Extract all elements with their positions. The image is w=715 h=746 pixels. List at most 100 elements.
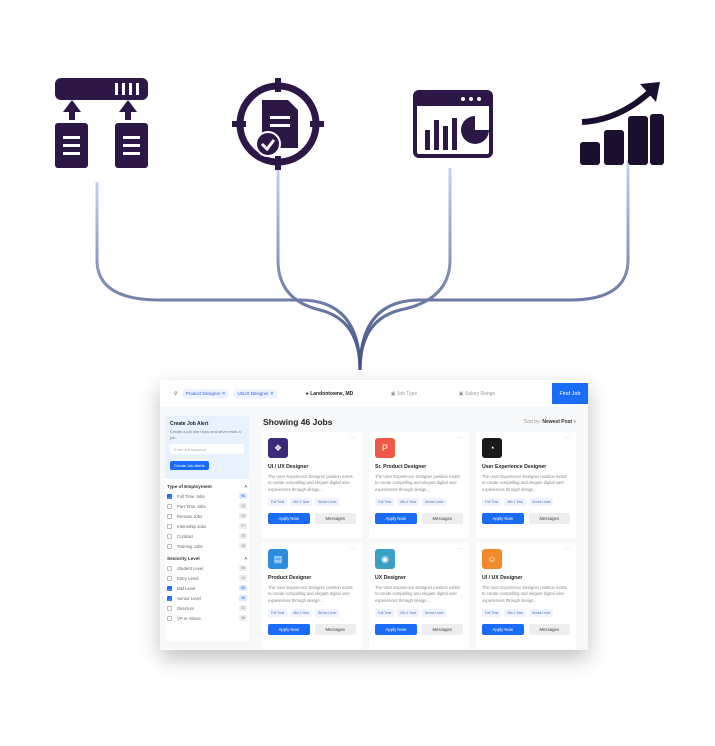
option-label: Full Time Jobs bbox=[177, 493, 205, 499]
job-tag: Full Time bbox=[268, 497, 288, 506]
job-description: The User Experience Designer position ex… bbox=[482, 474, 567, 492]
section-title: Type of Employment bbox=[167, 484, 212, 489]
create-alert-button[interactable]: Create Job Alerts bbox=[170, 461, 209, 471]
search-icon: ⚲ bbox=[174, 390, 178, 397]
more-options-icon[interactable]: ··· bbox=[457, 546, 463, 552]
location-field[interactable]: ● Landontowne, MD bbox=[305, 390, 354, 397]
alert-title: Create Job Alert bbox=[170, 421, 209, 427]
job-card[interactable]: ◉ ··· UX Designer The User Experience De… bbox=[369, 543, 469, 649]
growth-chart-icon bbox=[580, 82, 664, 165]
job-title: User Experience Designer bbox=[482, 464, 547, 470]
results-heading: Showing 46 Jobs bbox=[263, 417, 333, 427]
filter-option[interactable]: Student Level 56 bbox=[165, 563, 249, 573]
option-count: 56 bbox=[239, 493, 247, 499]
find-job-button[interactable]: Find Job bbox=[552, 383, 588, 404]
sort-value: Newest Post bbox=[542, 419, 573, 425]
option-count: 56 bbox=[239, 565, 247, 571]
checkbox[interactable] bbox=[167, 575, 172, 581]
messages-button[interactable]: Messages bbox=[528, 512, 570, 524]
dropbox-icon: ❖ bbox=[268, 438, 288, 458]
checkbox[interactable]: ✓ bbox=[167, 493, 172, 500]
job-tag: Senior Level bbox=[528, 608, 554, 617]
more-options-icon[interactable]: ··· bbox=[564, 435, 570, 441]
job-card[interactable]: ☺ ··· UI / UX Designer The User Experien… bbox=[476, 543, 576, 649]
job-tag: Senior Level bbox=[528, 497, 554, 506]
more-options-icon[interactable]: ··· bbox=[350, 435, 356, 441]
apply-now-button[interactable]: Apply Now bbox=[482, 623, 524, 635]
job-card[interactable]: ◔ ··· User Experience Designer The User … bbox=[476, 432, 576, 538]
job-tag: Senior Level bbox=[314, 497, 340, 506]
checkbox[interactable] bbox=[167, 503, 172, 509]
job-card[interactable]: ❖ ··· UI / UX Designer The User Experien… bbox=[262, 432, 362, 538]
job-card[interactable]: ▤ ··· Product Designer The User Experien… bbox=[262, 543, 362, 649]
job-title: UI / UX Designer bbox=[268, 464, 309, 470]
option-count: 45 bbox=[239, 595, 247, 601]
analytics-window-icon bbox=[413, 90, 493, 158]
option-count: 28 bbox=[239, 543, 247, 549]
keyword-input[interactable]: Enter job keyword bbox=[170, 444, 244, 455]
job-tag: Senior Level bbox=[314, 608, 340, 617]
employment-header[interactable]: Type of Employment˄ bbox=[167, 484, 247, 489]
apply-now-button[interactable]: Apply Now bbox=[268, 623, 310, 635]
checkbox[interactable] bbox=[167, 533, 172, 539]
more-options-icon[interactable]: ··· bbox=[564, 546, 570, 552]
option-count: 76 bbox=[239, 533, 247, 539]
messages-button[interactable]: Messages bbox=[314, 512, 356, 524]
keyword-chip[interactable]: Product Designer ✕ bbox=[181, 388, 230, 399]
window-logo-icon: ▤ bbox=[268, 549, 288, 569]
checkbox[interactable] bbox=[167, 523, 172, 529]
keyword-chip[interactable]: UI/UX Designer ✕ bbox=[233, 388, 278, 399]
location-value: Landontowne, MD bbox=[310, 390, 354, 397]
checkbox[interactable] bbox=[167, 615, 172, 621]
filter-option[interactable]: ✓ Full Time Jobs 56 bbox=[165, 491, 249, 501]
job-type-field[interactable]: ▣ Job Type bbox=[390, 390, 418, 397]
messages-button[interactable]: Messages bbox=[421, 623, 463, 635]
checkbox[interactable] bbox=[167, 513, 172, 519]
document-target-check-icon bbox=[232, 78, 324, 170]
more-options-icon[interactable]: ··· bbox=[457, 435, 463, 441]
filter-option[interactable]: VP or Above 58 bbox=[165, 613, 249, 623]
checkbox[interactable]: ✓ bbox=[167, 585, 172, 592]
option-count: 85 bbox=[239, 585, 247, 591]
apply-now-button[interactable]: Apply Now bbox=[268, 512, 310, 524]
job-alert-box: Create Job Alert Create a job alert now … bbox=[165, 416, 249, 479]
apply-now-button[interactable]: Apply Now bbox=[375, 623, 417, 635]
job-card[interactable]: P ··· Sr. Product Designer The User Expe… bbox=[369, 432, 469, 538]
option-count: 58 bbox=[239, 615, 247, 621]
seniority-header[interactable]: Seniority Level˄ bbox=[167, 556, 247, 561]
upload-documents-icon bbox=[55, 78, 148, 168]
filter-option[interactable]: Contract 76 bbox=[165, 531, 249, 541]
option-label: Remote Jobs bbox=[177, 513, 203, 519]
job-tag: Full Time bbox=[268, 608, 288, 617]
more-options-icon[interactable]: ··· bbox=[350, 546, 356, 552]
job-tag: Senior Level bbox=[421, 608, 447, 617]
apply-now-button[interactable]: Apply Now bbox=[482, 512, 524, 524]
checkbox[interactable] bbox=[167, 565, 172, 571]
sort-dropdown[interactable]: Sort by: Newest Post ▾ bbox=[523, 419, 576, 425]
option-label: Training Jobs bbox=[177, 543, 203, 549]
chip-label: UI/UX Designer bbox=[237, 390, 269, 396]
checkbox[interactable] bbox=[167, 605, 172, 611]
messages-button[interactable]: Messages bbox=[528, 623, 570, 635]
option-label: Student Level bbox=[177, 565, 204, 571]
messages-button[interactable]: Messages bbox=[421, 512, 463, 524]
option-label: VP or Above bbox=[177, 615, 201, 621]
messages-button[interactable]: Messages bbox=[314, 623, 356, 635]
checkbox[interactable] bbox=[167, 543, 172, 549]
checkbox[interactable]: ✓ bbox=[167, 595, 172, 602]
option-label: Contract bbox=[177, 533, 194, 539]
option-label: Internship Jobs bbox=[177, 523, 207, 529]
job-description: The User Experience Designer position ex… bbox=[268, 585, 353, 603]
filter-option[interactable]: Training Jobs 28 bbox=[165, 541, 249, 551]
apply-now-button[interactable]: Apply Now bbox=[375, 512, 417, 524]
job-tag: Full Time bbox=[375, 497, 395, 506]
salary-field[interactable]: ▣ Salary Range bbox=[458, 390, 496, 397]
